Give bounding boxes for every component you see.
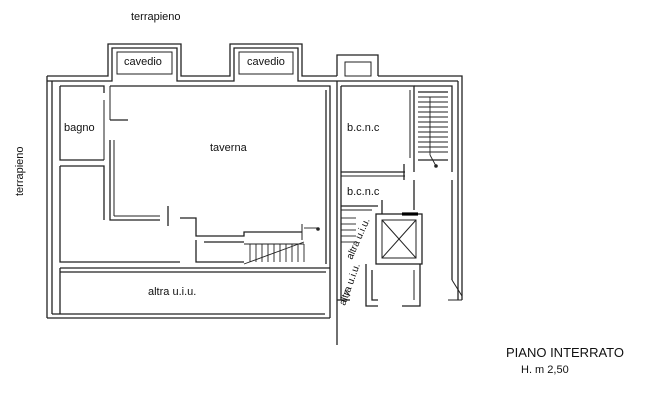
terrapieno-top-label: terrapieno xyxy=(131,11,181,23)
terrapieno-left-label: terrapieno xyxy=(14,146,26,196)
plan-height: H. m 2,50 xyxy=(521,364,569,376)
outer-walls xyxy=(46,43,463,319)
bcnc-label-lower: b.c.n.c xyxy=(347,186,380,198)
bagno-label: bagno xyxy=(64,122,95,134)
staircase-lower xyxy=(243,227,320,265)
staircase-small-right xyxy=(341,217,356,243)
altra-uiu-main-label: altra u.i.u. xyxy=(148,286,196,298)
cavedio-label-2: cavedio xyxy=(247,56,285,68)
bcnc-label-upper: b.c.n.c xyxy=(347,122,380,134)
staircase-upper-right xyxy=(418,96,448,168)
plan-title: PIANO INTERRATO xyxy=(506,345,624,360)
altra-uiu-diagonal-label-1: altra u.i.u. xyxy=(345,217,373,262)
cavedio-label-1: cavedio xyxy=(124,56,162,68)
taverna-label: taverna xyxy=(210,142,248,154)
interior-walls xyxy=(59,81,463,345)
